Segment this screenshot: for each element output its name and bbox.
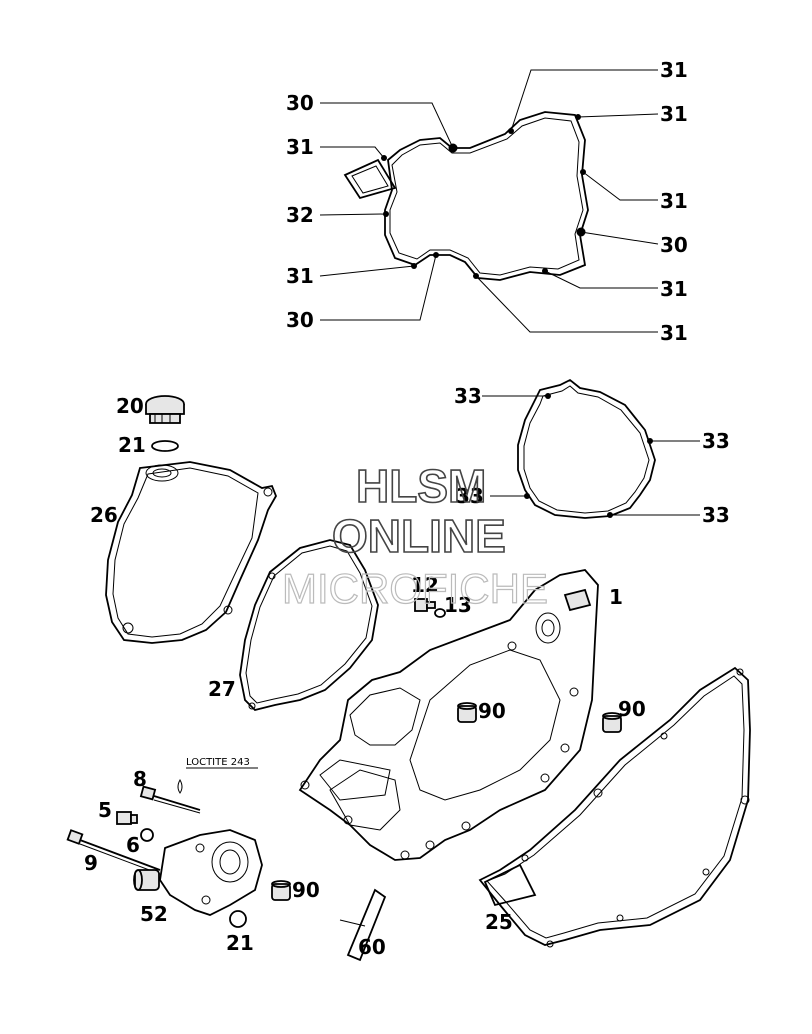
ignition-cover [298,569,599,861]
dowel-pin [602,712,622,733]
callout-label: 33 [702,429,730,453]
watermark-line: HLSM [356,460,486,512]
top-gasket-leaders [319,69,659,333]
loctite-note: LOCTITE 243 [186,757,250,768]
callout-label: 31 [286,135,314,159]
dowel-pin [271,880,291,901]
callout-label: 27 [208,677,236,701]
dowel-pin [457,702,477,723]
callout-label: 90 [478,699,506,723]
plug-screw [116,811,138,825]
callout-label: 52 [140,902,168,926]
callout-label: 26 [90,503,118,527]
callout-label: 21 [226,931,254,955]
callout-label: 33 [702,503,730,527]
oil-filler-plug [145,395,185,424]
callout-label: 8 [133,767,147,791]
washer [140,828,154,842]
callout-label: 60 [358,935,386,959]
watermark-line: MICROFICHE [282,565,548,612]
long-bolt [66,829,161,875]
callout-label: 21 [118,433,146,457]
clutch-gasket [239,539,379,711]
callout-label: 32 [286,203,314,227]
watermark-line: ONLINE [332,510,506,562]
ignition-cover-gasket [478,666,751,948]
top-gasket [343,111,589,281]
callout-label: 13 [444,593,472,617]
o-ring [151,440,179,452]
callout-label: 33 [454,384,482,408]
callout-label: 5 [98,798,112,822]
callout-label: 90 [618,697,646,721]
washer [434,608,446,618]
callout-label: 12 [411,573,439,597]
callout-label: 31 [286,264,314,288]
callout-label: 90 [292,878,320,902]
callout-label: 20 [116,394,144,418]
clutch-cover [105,461,277,644]
callout-label: 31 [660,58,688,82]
callout-label: 31 [660,189,688,213]
callout-label: 31 [660,321,688,345]
callout-label: 30 [660,233,688,257]
bolt [139,785,201,814]
callout-label: 30 [286,308,314,332]
callout-label: 31 [660,277,688,301]
hose [339,888,387,962]
watermark: HLSM ONLINE MICROFICHE [281,459,548,612]
o-ring [229,910,247,928]
callout-label: 33 [456,484,484,508]
callout-label: 1 [609,585,623,609]
clutch-cover-gasket [517,378,656,519]
screw [414,598,436,612]
water-pump-cover [133,829,263,916]
callout-label: 30 [286,91,314,115]
callout-label: 9 [84,851,98,875]
loctite-drop-icon [177,778,183,794]
callout-label: 6 [126,833,140,857]
callout-label: 25 [485,910,513,934]
callout-label: 31 [660,102,688,126]
